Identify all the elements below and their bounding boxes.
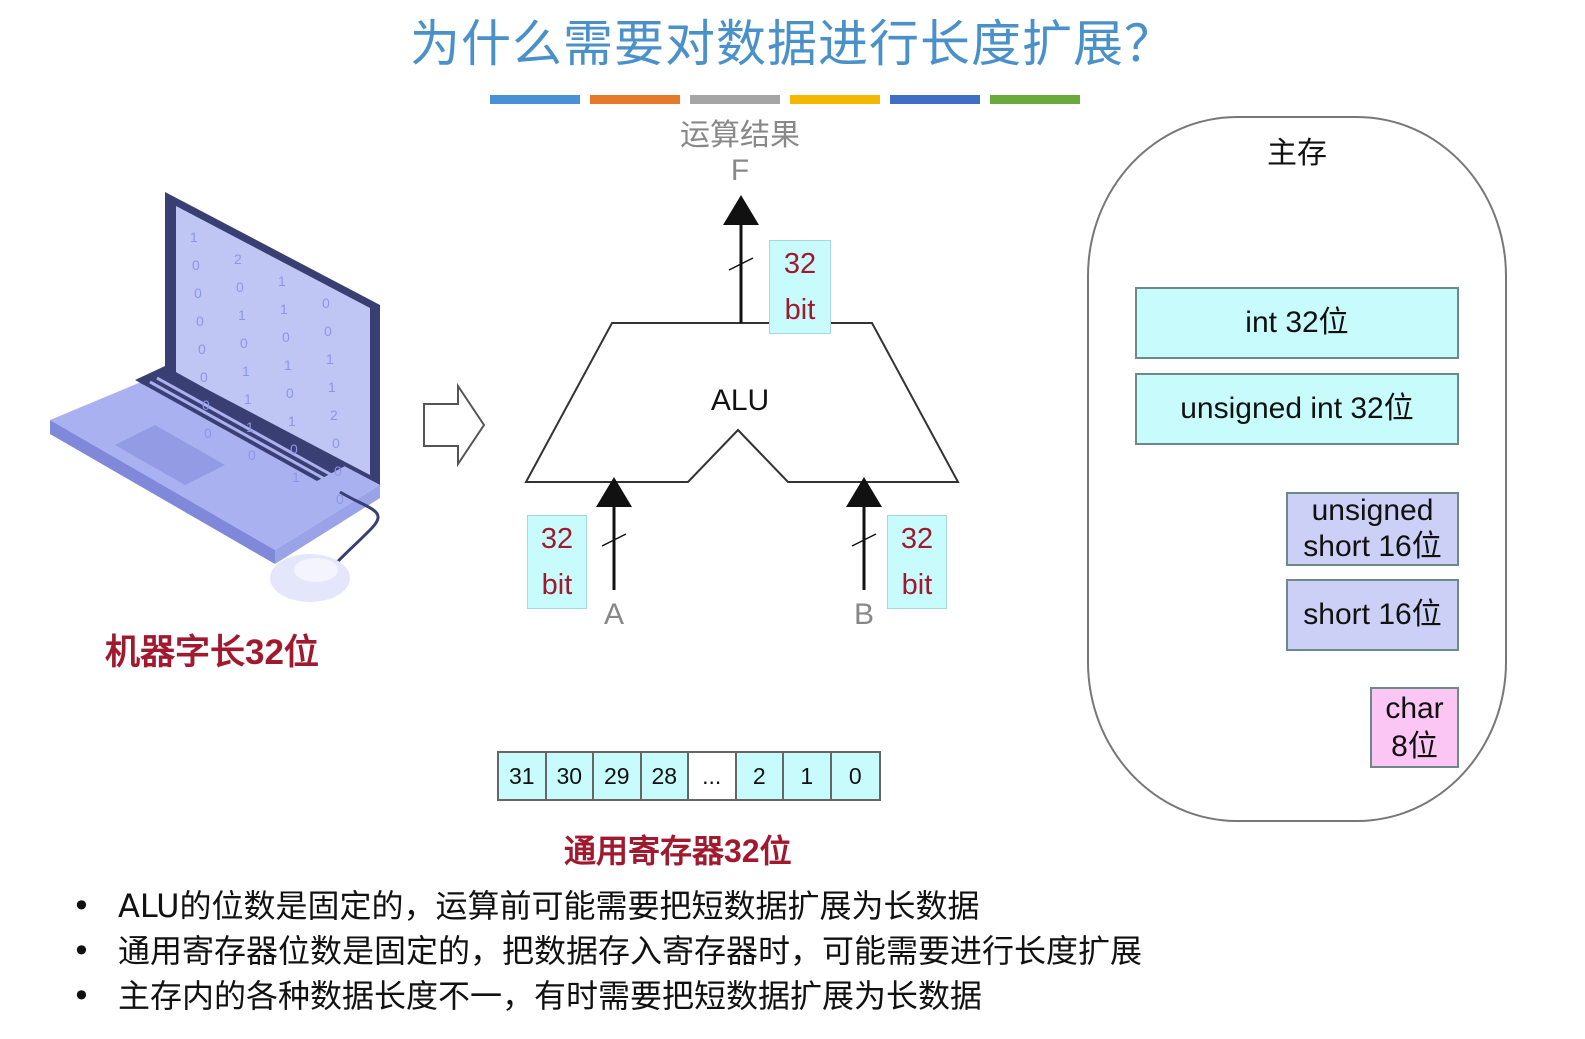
screen-digit: 1 xyxy=(278,273,286,289)
bullet-item: • ALU的位数是固定的，运算前可能需要把短数据扩展为长数据 xyxy=(72,884,1552,929)
memory-item-unsigned-short: unsigned short 16位 xyxy=(1286,492,1459,566)
screen-digit: 0 xyxy=(290,441,298,457)
register-caption: 通用寄存器32位 xyxy=(564,833,792,869)
bullet-list: • ALU的位数是固定的，运算前可能需要把短数据扩展为长数据 • 通用寄存器位数是固… xyxy=(72,884,1552,1019)
color-bar-segment-5 xyxy=(890,95,980,104)
alu-result-label: 运算结果 xyxy=(680,118,800,153)
screen-digit: 1 xyxy=(244,391,252,407)
memory-item-short: short 16位 xyxy=(1286,579,1459,651)
screen-digit: 0 xyxy=(282,329,290,345)
memory-title: 主存 xyxy=(1267,136,1327,171)
register-cell: ... xyxy=(689,753,737,799)
page-title: 为什么需要对数据进行长度扩展？ xyxy=(410,15,1175,73)
screen-digit: 0 xyxy=(248,447,256,463)
screen-digit: 0 xyxy=(196,313,204,329)
bullet-text: 主存内的各种数据长度不一，有时需要把短数据扩展为长数据 xyxy=(118,977,983,1015)
screen-digit: 0 xyxy=(286,385,294,401)
memory-item-label: int 32位 xyxy=(1245,306,1349,339)
alu-label: ALU xyxy=(710,384,770,417)
screen-digit: 0 xyxy=(198,341,206,357)
memory-item-label: unsigned xyxy=(1311,494,1434,527)
bullet-item: • 主存内的各种数据长度不一，有时需要把短数据扩展为长数据 xyxy=(72,974,1552,1019)
memory-item-label: unsigned int 32位 xyxy=(1180,392,1414,425)
screen-digit: 1 xyxy=(328,379,336,395)
bullet-text: ALU的位数是固定的，运算前可能需要把短数据扩展为长数据 xyxy=(118,887,980,925)
register-cell: 30 xyxy=(547,753,594,799)
memory-item-label: short 16位 xyxy=(1303,530,1442,563)
memory-item-int: int 32位 xyxy=(1135,287,1459,359)
screen-digit: 0 xyxy=(200,369,208,385)
memory-item-label: 8位 xyxy=(1391,729,1438,763)
screen-digit: 0 xyxy=(192,257,200,273)
register-cell: 1 xyxy=(784,753,832,799)
bullet-text: 通用寄存器位数是固定的，把数据存入寄存器时，可能需要进行长度扩展 xyxy=(118,932,1143,970)
input-b-label: B xyxy=(853,598,874,631)
output-width-tag: 32 bit xyxy=(769,240,831,334)
alu-output-label: F xyxy=(730,154,750,187)
hollow-arrow-icon xyxy=(423,382,486,468)
screen-digit: 0 xyxy=(324,323,332,339)
alu-shape xyxy=(524,322,960,483)
screen-digit: 0 xyxy=(204,425,212,441)
bullet-dot: • xyxy=(72,977,91,1015)
screen-digit: 1 xyxy=(190,229,198,245)
screen-digit: 0 xyxy=(322,295,330,311)
bullet-item: • 通用寄存器位数是固定的，把数据存入寄存器时，可能需要进行长度扩展 xyxy=(72,929,1552,974)
input-a-width-tag: 32 bit xyxy=(527,515,587,609)
screen-digit: 1 xyxy=(238,307,246,323)
register-cell: 2 xyxy=(737,753,784,799)
screen-digit: 0 xyxy=(236,279,244,295)
screen-digit: 1 xyxy=(284,357,292,373)
bullet-dot: • xyxy=(72,887,91,925)
bullet-dot: • xyxy=(72,932,91,970)
register-cell: 31 xyxy=(499,753,547,799)
screen-digit: 1 xyxy=(326,351,334,367)
screen-digit: 0 xyxy=(240,335,248,351)
register-cell: 29 xyxy=(594,753,642,799)
color-bar-segment-3 xyxy=(690,95,780,104)
screen-digit: 1 xyxy=(280,301,288,317)
laptop-illustration: 1 2 1 0 0 0 1 0 0 1 0 1 0 0 1 1 0 1 0 2 0 1 1 0 0 1 0 0 0 0 1 0 xyxy=(50,192,380,602)
memory-item-label: short 16位 xyxy=(1303,598,1442,631)
alu-diagram xyxy=(524,195,960,590)
screen-digit: 0 xyxy=(334,463,342,479)
screen-digit: 0 xyxy=(194,285,202,301)
screen-digit: 0 xyxy=(336,491,344,507)
color-bar-segment-1 xyxy=(490,95,580,104)
screen-digit: 2 xyxy=(330,407,338,423)
register-cell: 28 xyxy=(642,753,689,799)
screen-digit: 0 xyxy=(332,435,340,451)
memory-item-char: char 8位 xyxy=(1370,687,1459,768)
memory-item-label: char xyxy=(1385,691,1444,725)
color-bar-segment-4 xyxy=(790,95,880,104)
input-a-label: A xyxy=(603,598,624,631)
input-b-width-tag: 32 bit xyxy=(887,515,947,609)
screen-digit: 1 xyxy=(288,413,296,429)
memory-item-unsigned-int: unsigned int 32位 xyxy=(1135,373,1459,445)
register-bar: 31 30 29 28 ... 2 1 0 xyxy=(497,751,881,801)
screen-digit: 0 xyxy=(202,397,210,413)
color-bar-segment-6 xyxy=(990,95,1080,104)
screen-digit: 2 xyxy=(234,251,242,267)
register-cell: 0 xyxy=(848,762,862,789)
screen-digit: 1 xyxy=(246,419,254,435)
screen-digit: 1 xyxy=(292,469,300,485)
color-bar-segment-2 xyxy=(590,95,680,104)
machine-word-caption: 机器字长32位 xyxy=(105,633,319,672)
screen-digit: 1 xyxy=(242,363,250,379)
